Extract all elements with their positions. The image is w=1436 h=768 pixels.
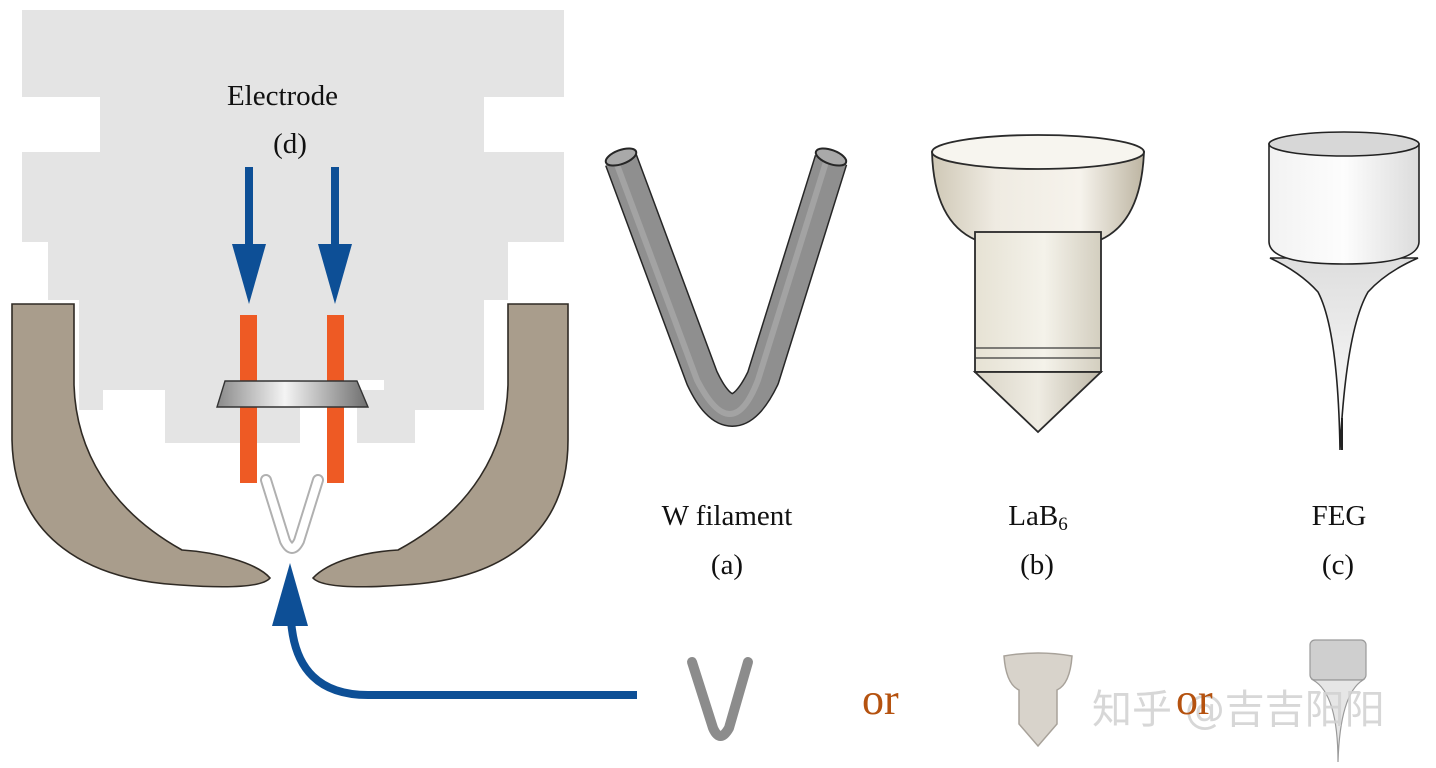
lab6-label-sub: 6 bbox=[1058, 514, 1068, 535]
electrode-lower-block bbox=[357, 390, 415, 443]
down-arrow-right-icon bbox=[318, 167, 352, 304]
small-w-filament-icon bbox=[687, 657, 753, 741]
w-filament-end-left bbox=[604, 147, 638, 167]
electrode-label: Electrode bbox=[226, 80, 339, 112]
feg-tag: (c) bbox=[1321, 549, 1355, 581]
feg-tip-icon bbox=[1268, 131, 1420, 451]
or-connector-2: or bbox=[1176, 675, 1213, 724]
small-feg-icon bbox=[1309, 639, 1367, 763]
lab6-tag: (b) bbox=[1020, 549, 1054, 581]
lab6-label: LaB6 bbox=[968, 500, 1108, 535]
insertion-arrow-path bbox=[287, 619, 637, 699]
insulator-ring bbox=[216, 380, 370, 408]
feg-label: FEG bbox=[1311, 500, 1367, 532]
lab6-label-main: LaB bbox=[1008, 500, 1059, 532]
small-lab6-icon bbox=[1003, 652, 1073, 748]
electrode-tag: (d) bbox=[273, 128, 307, 160]
w-filament-label: W filament bbox=[661, 500, 793, 532]
watermark: 知乎 @吉吉阳阳 bbox=[1092, 687, 1385, 733]
wehnelt-right bbox=[311, 303, 569, 588]
down-arrow-left-icon bbox=[232, 167, 266, 304]
or-connector-1: or bbox=[862, 675, 899, 724]
lab6-crystal-icon bbox=[931, 134, 1145, 434]
w-filament-end-right bbox=[814, 147, 848, 167]
up-arrow-icon bbox=[272, 563, 308, 626]
electrode-block bbox=[22, 10, 564, 443]
wehnelt-left bbox=[11, 303, 272, 588]
w-filament-tag: (a) bbox=[710, 549, 744, 581]
